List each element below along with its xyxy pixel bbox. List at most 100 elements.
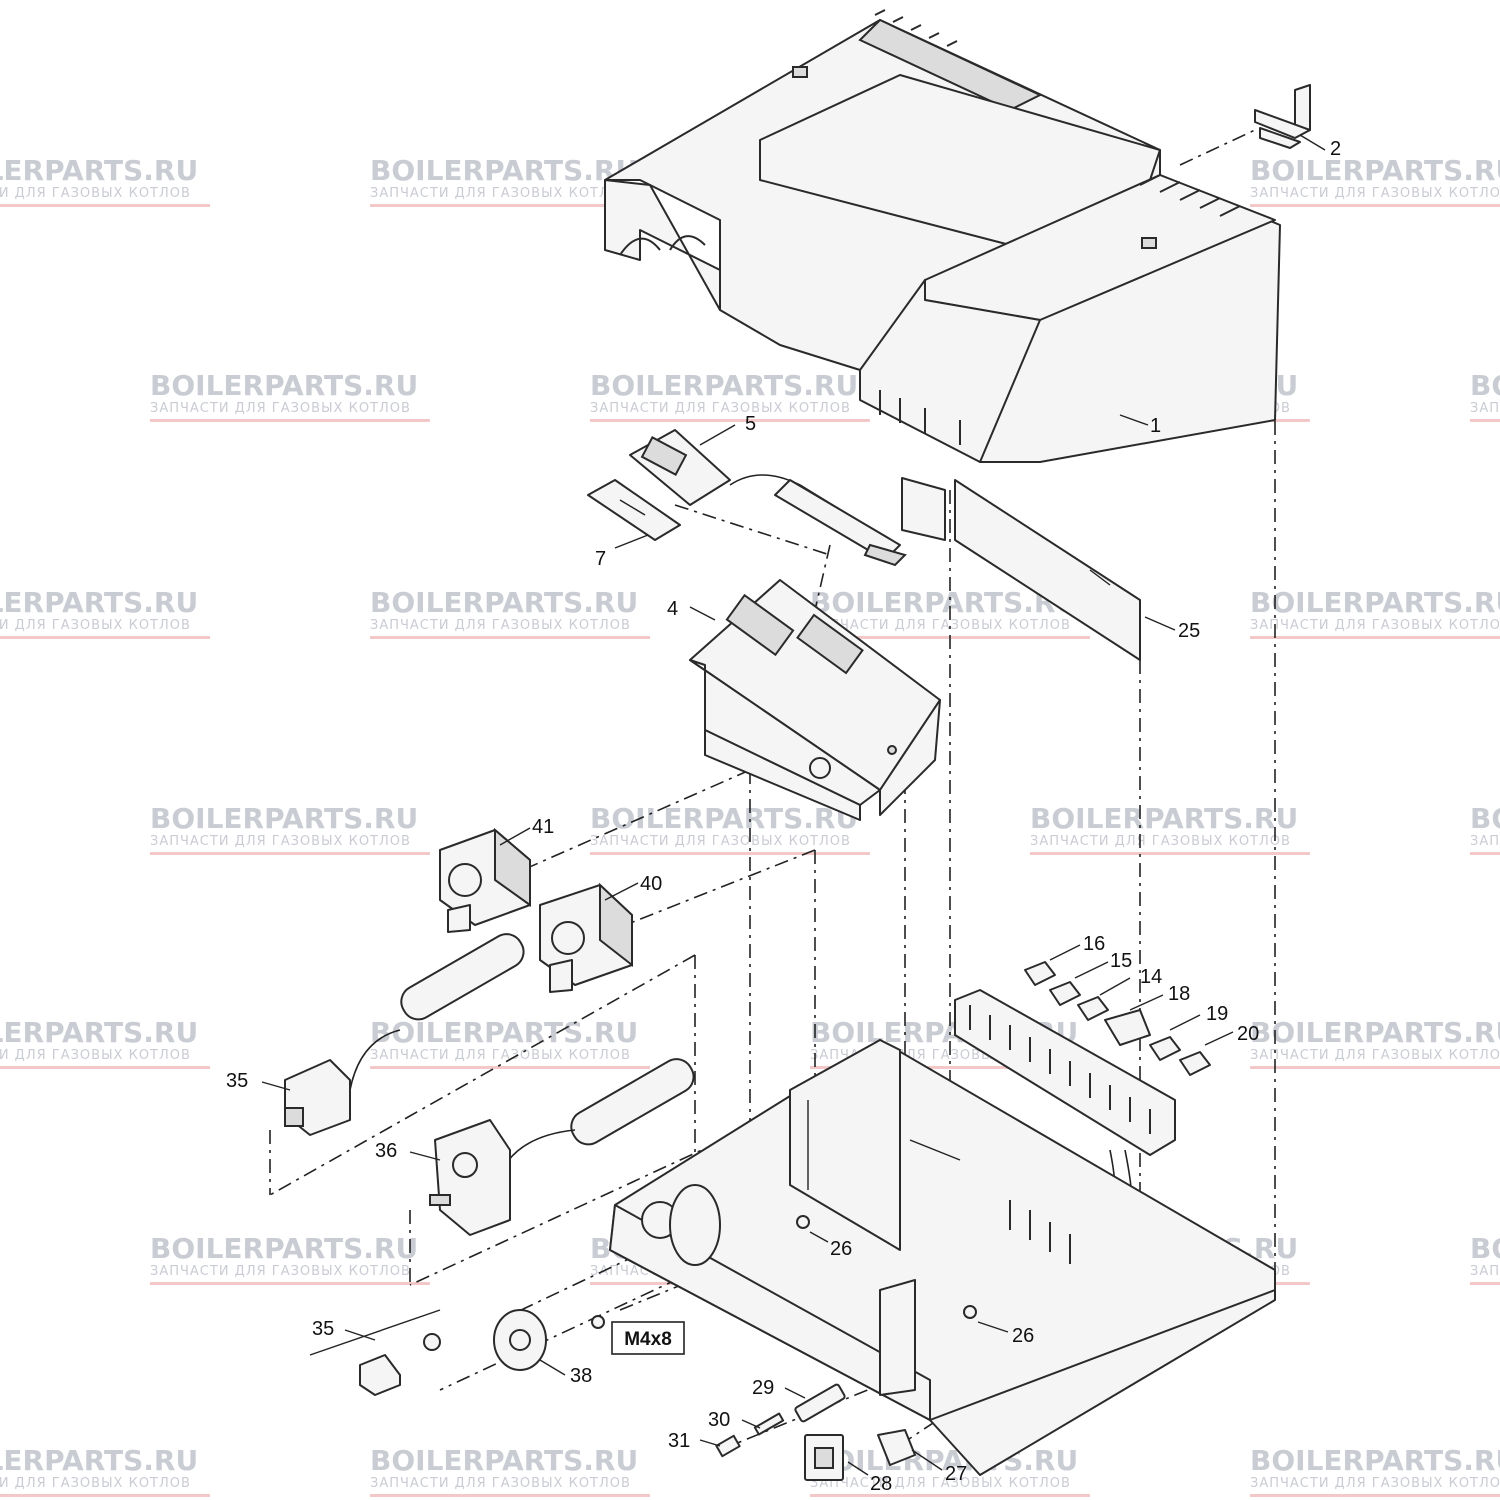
watermark-brand: BOILERPARTS.RU [1250, 1016, 1500, 1049]
watermark-tagline: ЗАПЧАСТИ ДЛЯ ГАЗОВЫХ КОТЛОВ [370, 1476, 631, 1491]
watermark-brand: BOILERPARTS.RU [1030, 802, 1298, 835]
watermark-underline [810, 1066, 1090, 1069]
watermark-tagline: ЗАПЧАСТИ ДЛЯ ГАЗОВЫХ КОТЛОВ [810, 618, 1071, 633]
watermark-tagline: ЗАПЧАСТИ ДЛЯ ГАЗОВЫХ КОТЛОВ [590, 401, 851, 416]
watermark-underline [150, 1282, 430, 1285]
callout-1: 1 [1150, 415, 1161, 437]
watermark-tagline: ЗАПЧАСТИ ДЛЯ ГАЗОВЫХ КОТЛОВ [1250, 186, 1500, 201]
watermark-brand: BOILERPARTS.RU [150, 802, 418, 835]
part-2-bracket [1254, 84, 1311, 149]
callout-4: 4 [667, 598, 678, 620]
watermark-brand: BOILERPARTS.RU [370, 154, 638, 187]
watermark-tagline: ЗАПЧАСТИ ДЛЯ ГАЗОВЫХ КОТЛОВ [370, 186, 631, 201]
callout-16: 16 [1083, 933, 1105, 955]
watermark-brand: BOILERPARTS.RU [1470, 369, 1500, 402]
watermark-underline [1470, 419, 1500, 422]
watermark-underline [0, 1066, 210, 1069]
watermark-underline [370, 1494, 650, 1497]
watermark-underline [370, 1066, 650, 1069]
callout-18: 18 [1168, 983, 1190, 1005]
watermark-tagline: ЗАПЧАСТИ ДЛЯ ГАЗОВЫХ КОТЛОВ [1250, 1476, 1500, 1491]
callout-31: 31 [668, 1430, 690, 1452]
watermark-underline [1250, 636, 1500, 639]
watermark-underline [1250, 1066, 1500, 1069]
callout-14: 14 [1140, 966, 1162, 988]
watermark-tagline: ЗАПЧАСТИ ДЛЯ ГАЗОВЫХ КОТЛОВ [1470, 834, 1500, 849]
watermark-tagline: ЗАПЧАСТИ ДЛЯ ГАЗОВЫХ КОТЛОВ [150, 834, 411, 849]
callout-35-lower: 35 [312, 1318, 334, 1340]
part-41-sensor [439, 827, 531, 933]
screw-spec-box: M4x8 [611, 1321, 685, 1355]
part-40-sensor [539, 882, 633, 993]
watermark-underline [0, 1494, 210, 1497]
watermark-underline [590, 852, 870, 855]
watermark-brand: BOILERPARTS.RU [0, 1016, 198, 1049]
watermark-underline [370, 636, 650, 639]
fasteners [359, 1215, 977, 1481]
callout-27: 27 [945, 1463, 967, 1485]
watermark-tagline: ЗАПЧАСТИ ДЛЯ ГАЗОВЫХ КОТЛОВ [810, 1476, 1071, 1491]
leader-lines [261, 134, 1326, 1476]
watermark-tagline: ЗАПЧАСТИ ДЛЯ ГАЗОВЫХ КОТЛОВ [1250, 1048, 1500, 1063]
callout-15: 15 [1110, 950, 1132, 972]
watermark-underline [1250, 1494, 1500, 1497]
callout-25: 25 [1178, 620, 1200, 642]
watermark-underline [1250, 204, 1500, 207]
callout-26-lower: 26 [1012, 1325, 1034, 1347]
watermark-tagline: ЗАПЧАСТИ ДЛЯ ГАЗОВЫХ КОТЛОВ [1250, 618, 1500, 633]
watermark-tagline: ЗАПЧАСТИ ДЛЯ ГАЗОВЫХ КОТЛОВ [370, 618, 631, 633]
callout-35-upper: 35 [226, 1070, 248, 1092]
watermark-brand: BOILERPARTS.RU [1250, 1444, 1500, 1477]
callout-7: 7 [595, 548, 606, 570]
connectors-group [1024, 961, 1211, 1076]
watermark-underline [150, 852, 430, 855]
watermark-tagline: ЗАПЧАСТИ ДЛЯ ГАЗОВЫХ КОТЛОВ [1470, 401, 1500, 416]
watermark-tagline: ЗАПЧАСТИ ДЛЯ ГАЗОВЫХ КОТЛОВ [0, 618, 191, 633]
screw-spec-label: M4x8 [624, 1329, 672, 1350]
watermark-brand: BOILERPARTS.RU [810, 1444, 1078, 1477]
callout-2: 2 [1330, 138, 1341, 160]
watermark-underline [0, 636, 210, 639]
watermark-brand: BOILERPARTS.RU [590, 802, 858, 835]
part-5-display-module [629, 429, 907, 567]
watermark-tagline: ЗАПЧАСТИ ДЛЯ ГАЗОВЫХ КОТЛОВ [590, 834, 851, 849]
part-7-label [587, 479, 681, 541]
watermark-tagline: ЗАПЧАСТИ ДЛЯ ГАЗОВЫХ КОТЛОВ [0, 1048, 191, 1063]
watermark-underline [810, 1494, 1090, 1497]
watermark-underline [0, 204, 210, 207]
watermark-underline [1470, 852, 1500, 855]
watermark-underline [1470, 1282, 1500, 1285]
part-4-control-box [689, 579, 941, 821]
callout-20: 20 [1237, 1023, 1259, 1045]
watermark-tagline: ЗАПЧАСТИ ДЛЯ ГАЗОВЫХ КОТЛОВ [1030, 834, 1291, 849]
part-1-top-cover [604, 9, 1281, 463]
watermark-tagline: ЗАПЧАСТИ ДЛЯ ГАЗОВЫХ КОТЛОВ [1470, 1264, 1500, 1279]
watermark-brand: BOILERPARTS.RU [1250, 154, 1500, 187]
callout-26-upper: 26 [830, 1238, 852, 1260]
watermark-underline [150, 419, 430, 422]
callout-36: 36 [375, 1140, 397, 1162]
watermark-brand: BOILERPARTS.RU [1250, 586, 1500, 619]
watermark-brand: BOILERPARTS.RU [1470, 802, 1500, 835]
watermark-brand: BOILERPARTS.RU [0, 154, 198, 187]
watermark-tagline: ЗАПЧАСТИ ДЛЯ ГАЗОВЫХ КОТЛОВ [0, 1476, 191, 1491]
watermark-brand: BOILERPARTS.RU [370, 1016, 638, 1049]
callout-28: 28 [870, 1473, 892, 1495]
